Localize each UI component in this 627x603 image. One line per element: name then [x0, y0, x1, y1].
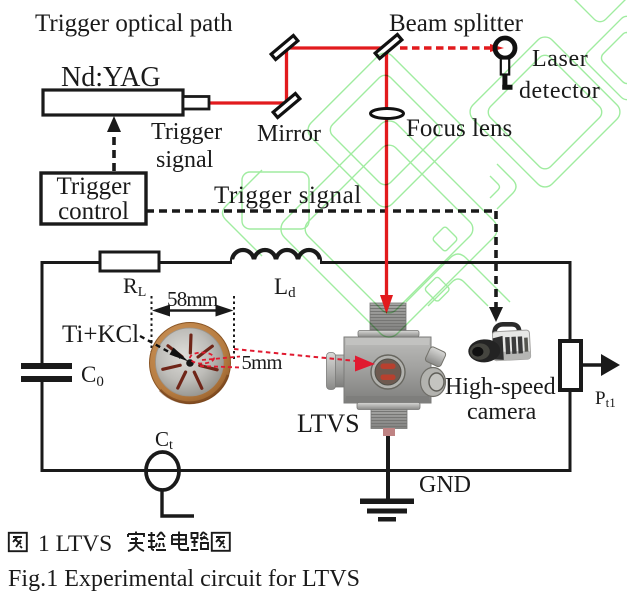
- svg-text:Trigger: Trigger: [56, 173, 131, 200]
- svg-text:Focus lens: Focus lens: [406, 115, 512, 142]
- svg-text:Trigger: Trigger: [151, 119, 222, 145]
- svg-text:58mm: 58mm: [167, 287, 218, 311]
- svg-text:Beam splitter: Beam splitter: [389, 10, 524, 37]
- svg-text:LTVS: LTVS: [297, 409, 360, 438]
- svg-text:Ct: Ct: [155, 427, 173, 453]
- svg-text:Nd:YAG: Nd:YAG: [61, 62, 161, 93]
- svg-text:5mm: 5mm: [242, 352, 283, 374]
- svg-text:Trigger optical path: Trigger optical path: [35, 10, 233, 37]
- svg-text:Pt1: Pt1: [595, 388, 616, 410]
- svg-text:control: control: [58, 198, 129, 225]
- svg-text:Ti+KCl: Ti+KCl: [62, 321, 139, 348]
- svg-text:signal: signal: [156, 147, 214, 173]
- svg-text:C0: C0: [81, 362, 104, 390]
- svg-text:Mirror: Mirror: [257, 121, 321, 147]
- svg-text:1 LTVS: 1 LTVS: [38, 531, 112, 557]
- svg-text:Fig.1 Experimental circuit for: Fig.1 Experimental circuit for LTVS: [8, 566, 360, 592]
- svg-text:Ld: Ld: [274, 274, 296, 301]
- svg-text:RL: RL: [123, 273, 146, 300]
- svg-text:camera: camera: [467, 399, 537, 425]
- svg-text:GND: GND: [419, 472, 471, 498]
- svg-text:Trigger signal: Trigger signal: [214, 182, 362, 209]
- svg-text:detector: detector: [519, 78, 600, 104]
- svg-text:High-speed: High-speed: [445, 374, 556, 400]
